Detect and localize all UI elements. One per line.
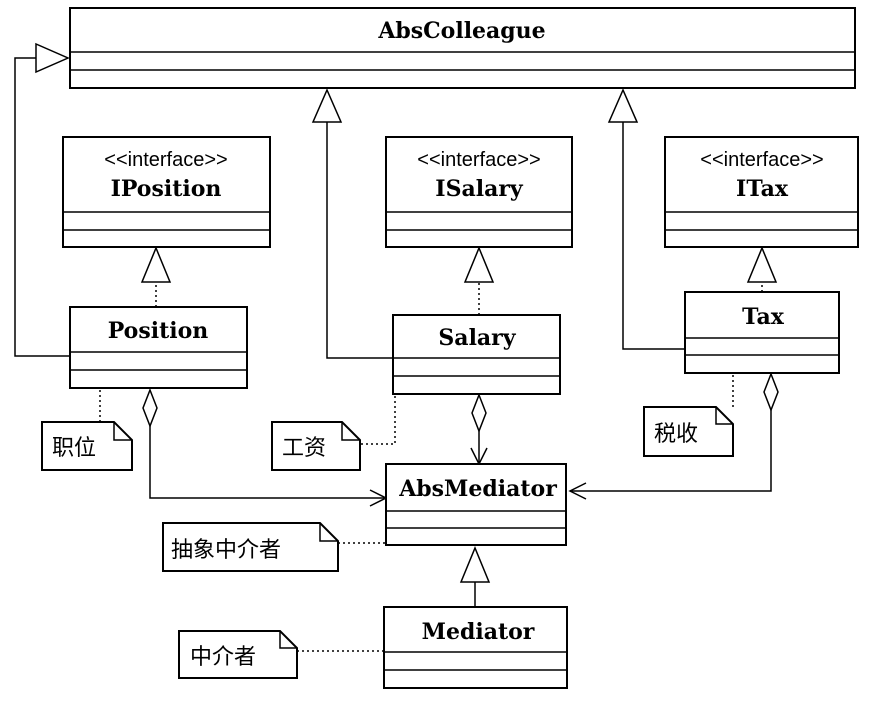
class-position[interactable]: Position — [69, 306, 248, 389]
class-salary[interactable]: Salary — [392, 314, 561, 395]
class-name: AbsMediator — [398, 476, 557, 502]
salary-realizes-isalary — [463, 246, 495, 315]
position-to-absmediator-aggregation — [142, 387, 388, 507]
position-to-abscolleague-generalization — [14, 42, 70, 357]
class-name: IPosition — [111, 176, 222, 202]
class-mediator[interactable]: Mediator — [383, 606, 568, 689]
mediator-to-absmediator-generalization — [459, 546, 491, 607]
class-name: Mediator — [422, 619, 535, 645]
note-mediator: 中介者 — [178, 630, 384, 679]
interface-iposition[interactable]: <<interface>> IPosition — [62, 136, 271, 248]
note-absmediator: 抽象中介者 — [162, 522, 386, 572]
note-salary: 工资 — [271, 396, 396, 471]
salary-to-absmediator-aggregation — [470, 392, 488, 466]
tax-realizes-itax — [746, 246, 778, 292]
note-text: 工资 — [282, 436, 326, 461]
stereotype-label: <<interface>> — [417, 149, 540, 171]
note-text: 职位 — [52, 436, 96, 461]
class-name: Tax — [742, 304, 785, 330]
interface-isalary[interactable]: <<interface>> ISalary — [385, 136, 573, 248]
position-realizes-iposition — [140, 246, 172, 307]
class-name: AbsColleague — [377, 18, 545, 44]
interface-itax[interactable]: <<interface>> ITax — [664, 136, 859, 248]
note-text: 中介者 — [190, 645, 256, 670]
tax-to-abscolleague-generalization — [607, 88, 685, 350]
class-abscolleague[interactable]: AbsColleague — [69, 7, 856, 89]
class-name: ITax — [736, 176, 789, 202]
stereotype-label: <<interface>> — [700, 149, 823, 171]
note-text: 抽象中介者 — [171, 538, 281, 563]
class-absmediator[interactable]: AbsMediator — [385, 463, 567, 546]
salary-to-abscolleague-generalization — [311, 88, 393, 359]
note-tax: 税收 — [643, 375, 734, 457]
note-position: 职位 — [41, 390, 133, 471]
class-name: Position — [108, 318, 209, 344]
class-name: ISalary — [435, 176, 524, 202]
stereotype-label: <<interface>> — [104, 149, 227, 171]
class-name: Salary — [438, 325, 516, 351]
class-tax[interactable]: Tax — [684, 291, 840, 374]
tax-to-absmediator-aggregation — [568, 371, 779, 500]
note-text: 税收 — [654, 422, 698, 447]
